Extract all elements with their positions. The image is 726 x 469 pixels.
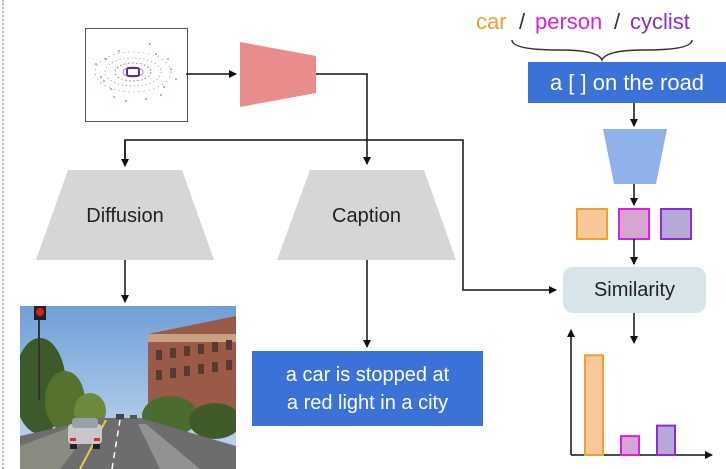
caption-line-2: a red light in a city <box>286 392 449 414</box>
point-cloud-image <box>85 28 188 122</box>
separator-1: / <box>519 9 526 34</box>
embedding-person <box>618 208 650 240</box>
prompt-brace <box>511 39 693 63</box>
caption-line-1: a car is stopped at <box>285 364 450 386</box>
caption-module-shape <box>277 170 456 260</box>
left-dotted-border <box>2 0 4 469</box>
caption-output-box: a car is stopped at a red light in a cit… <box>252 351 483 426</box>
similarity-bars <box>584 354 676 457</box>
point-encoder-shape <box>240 42 316 107</box>
street-scene-icon <box>20 306 236 469</box>
diffusion-module-shape <box>36 170 214 260</box>
similarity-bar-person <box>620 435 640 457</box>
similarity-bar-car <box>584 354 604 456</box>
embedding-cyclist <box>660 208 692 240</box>
prompt-template-text: a [ ] on the road <box>549 70 705 95</box>
embedding-car <box>576 208 608 240</box>
class-label-person: person <box>535 9 603 34</box>
line-encoder-to-branch <box>316 73 368 136</box>
similarity-bar-cyclist <box>656 424 676 457</box>
text-encoder-shape <box>603 129 667 184</box>
similarity-label: Similarity <box>593 279 676 301</box>
class-label-cyclist: cyclist <box>630 9 690 34</box>
class-label-car: car <box>476 9 507 34</box>
separator-2: / <box>614 9 621 34</box>
diffusion-label: Diffusion <box>86 205 164 227</box>
caption-label: Caption <box>332 205 401 227</box>
prompt-template-box: a [ ] on the road <box>528 62 726 103</box>
generated-street-image <box>20 306 236 469</box>
similarity-box: Similarity <box>563 267 706 313</box>
point-cloud-icon <box>94 43 177 102</box>
